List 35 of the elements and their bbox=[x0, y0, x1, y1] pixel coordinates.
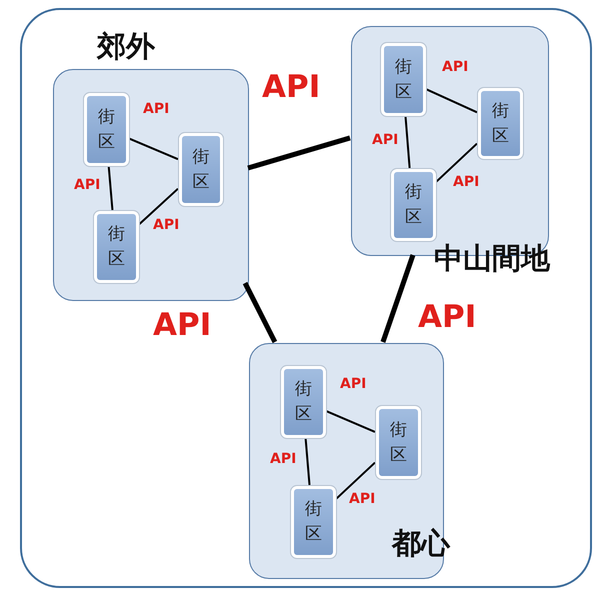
edge-label: API bbox=[143, 102, 170, 116]
connector-line bbox=[380, 254, 416, 343]
edge-label: API bbox=[262, 72, 320, 103]
block-box: 街区 bbox=[291, 486, 336, 558]
block-box: 街区 bbox=[84, 93, 129, 166]
connector-line bbox=[242, 282, 278, 344]
edge-label: API bbox=[340, 377, 366, 391]
connector-line bbox=[108, 164, 114, 210]
edge-label: API bbox=[74, 178, 100, 192]
connector-line bbox=[334, 462, 376, 501]
edge-label: API bbox=[372, 133, 398, 147]
connector-line bbox=[434, 142, 478, 184]
outer-frame bbox=[20, 8, 592, 588]
connector-line bbox=[404, 114, 411, 168]
edge-label: API bbox=[349, 492, 376, 506]
connector-line bbox=[128, 137, 178, 160]
block-box: 街区 bbox=[376, 406, 421, 479]
connector-line bbox=[137, 188, 179, 226]
edge-label: API bbox=[453, 175, 480, 189]
edge-label: API bbox=[153, 218, 180, 232]
region-heading: 郊外 bbox=[97, 32, 155, 61]
block-box: 街区 bbox=[391, 169, 436, 241]
block-box: 街区 bbox=[94, 211, 139, 283]
block-box: 街区 bbox=[381, 43, 426, 116]
edge-label: API bbox=[270, 452, 296, 466]
connector-line bbox=[304, 436, 310, 486]
block-box: 街区 bbox=[179, 133, 223, 206]
block-box: 街区 bbox=[281, 366, 326, 438]
edge-label: API bbox=[442, 60, 468, 74]
connector-line bbox=[247, 136, 351, 170]
edge-label: API bbox=[153, 310, 212, 341]
edge-label: API bbox=[418, 302, 476, 333]
block-box: 街区 bbox=[478, 88, 523, 159]
connector-line bbox=[424, 88, 478, 114]
connector-line bbox=[324, 410, 376, 433]
